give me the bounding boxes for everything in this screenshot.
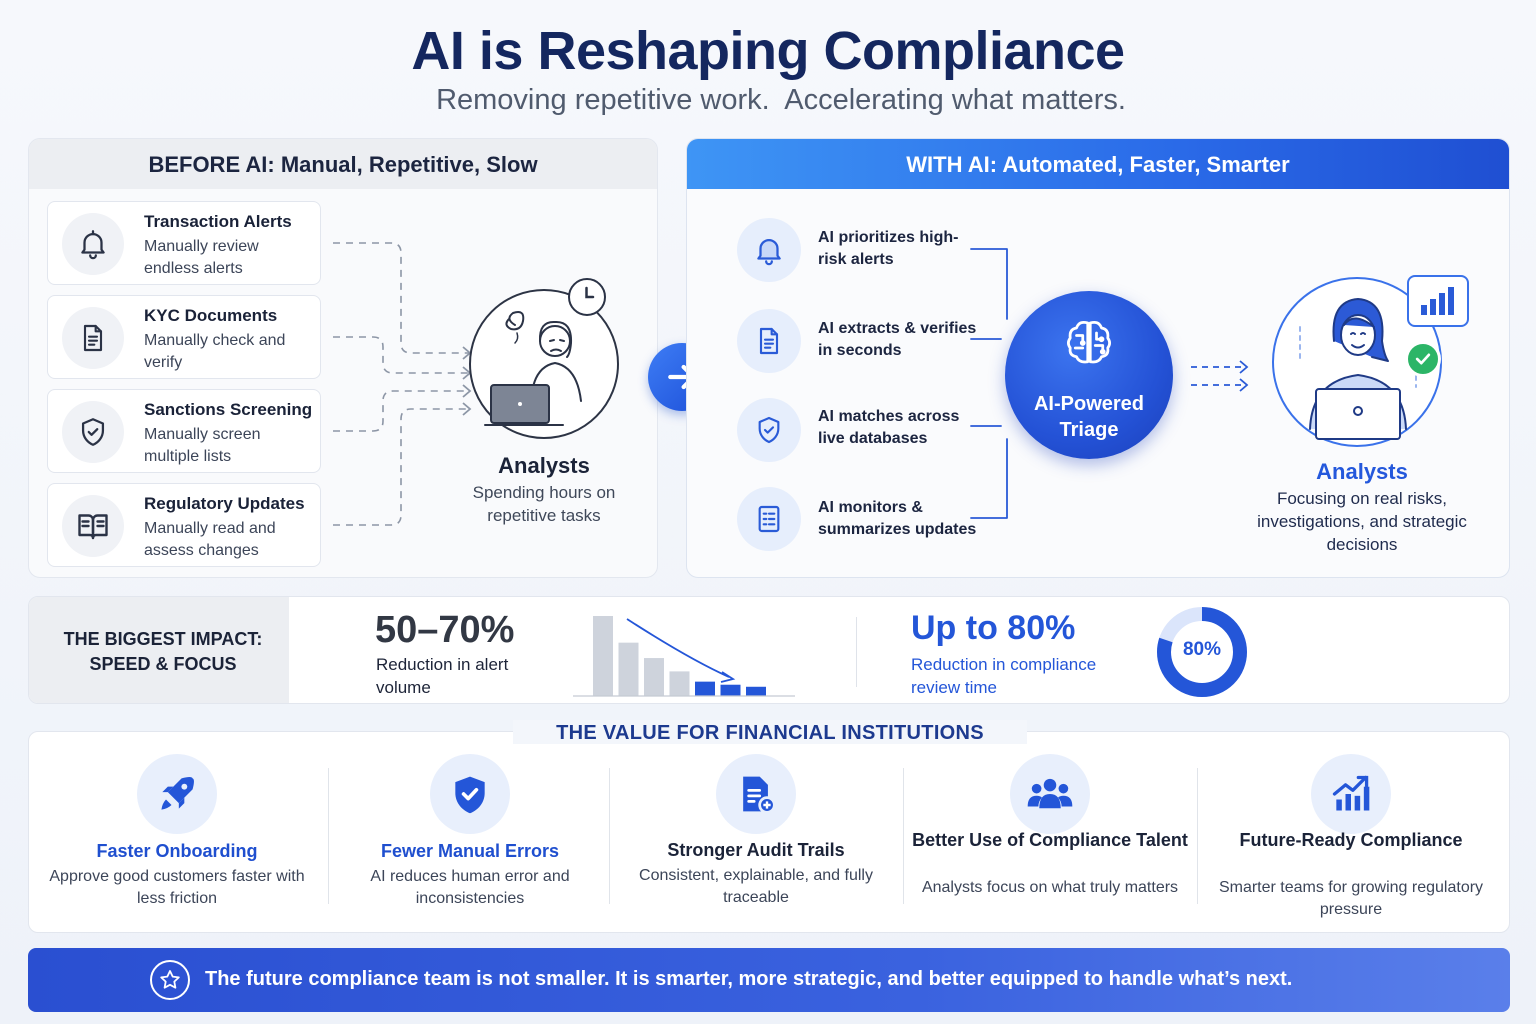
value-item-title: Fewer Manual Errors bbox=[380, 841, 560, 861]
impact-band: THE BIGGEST IMPACT: SPEED & FOCUS 50–70%… bbox=[28, 596, 1510, 704]
value-item-desc: Smarter teams for growing regulatory pre… bbox=[1218, 879, 1484, 918]
impact-label: THE BIGGEST IMPACT: SPEED & FOCUS bbox=[63, 629, 263, 674]
shield-check-icon bbox=[430, 754, 510, 834]
triage-line-2: Triage bbox=[1059, 419, 1119, 441]
page-title: AI is Reshaping Compliance bbox=[411, 21, 1125, 81]
ai-step-text: AI prioritizes high-risk alerts bbox=[818, 229, 959, 268]
with-ai-heading: WITH AI: Automated, Faster, Smarter bbox=[687, 139, 1509, 189]
alert-volume-bar bbox=[695, 681, 715, 696]
analysts-before-desc: Spending hours on repetitive tasks bbox=[472, 483, 616, 525]
value-item-title: Faster Onboarding bbox=[96, 841, 258, 861]
triage-hub-label: AI-Powered Triage bbox=[1005, 391, 1173, 443]
task-connectors bbox=[333, 242, 472, 526]
value-item-title: Better Use of Compliance Talent bbox=[912, 830, 1188, 850]
banner-text: The future compliance team is not smalle… bbox=[205, 968, 1293, 990]
task-title: Regulatory Updates bbox=[144, 494, 305, 513]
value-item-desc: AI reduces human error and inconsistenci… bbox=[370, 868, 570, 907]
analysts-before-title: Analysts bbox=[498, 453, 590, 478]
alert-volume-bars bbox=[573, 616, 795, 697]
value-separator bbox=[903, 768, 904, 904]
value-separator bbox=[1197, 768, 1198, 904]
bell-icon bbox=[737, 218, 801, 282]
alert-reduction-desc: Reduction in alert volume bbox=[376, 655, 509, 697]
document-icon bbox=[737, 309, 801, 373]
bottom-banner: The future compliance team is not smalle… bbox=[28, 948, 1510, 1012]
task-card-kyc-documents: KYC Documents Manually check and verify bbox=[47, 295, 321, 379]
triage-line-1: AI-Powered bbox=[1033, 393, 1145, 415]
bell-icon bbox=[62, 213, 124, 275]
ai-step-connectors bbox=[970, 248, 1008, 519]
task-title: Sanctions Screening bbox=[144, 400, 313, 419]
task-desc: Manually review endless alerts bbox=[144, 238, 259, 277]
task-card-transaction-alerts: Transaction Alerts Manually review endle… bbox=[47, 201, 321, 285]
task-desc: Manually screen multiple lists bbox=[144, 426, 261, 465]
ai-triage-hub: AI-Powered Triage bbox=[1005, 291, 1173, 459]
audit-document-icon bbox=[716, 754, 796, 834]
document-icon bbox=[62, 307, 124, 369]
task-desc: Manually read and assess changes bbox=[144, 520, 276, 559]
task-title: KYC Documents bbox=[144, 306, 278, 325]
value-separator bbox=[609, 768, 610, 904]
alert-reduction-value: 50–70% bbox=[375, 609, 515, 651]
value-separator bbox=[328, 768, 329, 904]
value-item-title: Future-Ready Compliance bbox=[1239, 830, 1463, 850]
value-heading-background bbox=[513, 720, 1027, 744]
alert-volume-bar bbox=[618, 642, 639, 696]
before-ai-heading: BEFORE AI: Manual, Repetitive, Slow bbox=[29, 139, 657, 189]
list-document-icon bbox=[737, 487, 801, 551]
checkmark-icon bbox=[1405, 341, 1441, 377]
impact-label-background bbox=[29, 597, 289, 703]
dashed-arrows bbox=[1191, 360, 1249, 392]
ai-step-text: AI monitors & summarizes updates bbox=[818, 499, 977, 538]
alert-volume-bar bbox=[593, 616, 613, 696]
review-time-donut bbox=[1157, 607, 1247, 697]
alert-volume-bar bbox=[644, 658, 664, 696]
value-heading: THE VALUE FOR FINANCIAL INSTITUTIONS bbox=[556, 722, 984, 744]
analysts-after-desc: Focusing on real risks, investigations, … bbox=[1257, 489, 1467, 554]
team-icon bbox=[1010, 754, 1090, 834]
before-ai-panel: BEFORE AI: Manual, Repetitive, Slow Tran… bbox=[28, 138, 658, 578]
impact-divider bbox=[856, 617, 857, 687]
alert-volume-bar bbox=[669, 671, 690, 696]
page-subtitle: Removing repetitive work. Accelerating w… bbox=[436, 84, 1126, 116]
open-book-icon bbox=[62, 495, 124, 557]
alert-volume-bar bbox=[720, 684, 741, 696]
value-item-desc: Analysts focus on what truly matters bbox=[921, 879, 1179, 896]
ai-step-text: AI extracts & verifies in seconds bbox=[818, 320, 977, 359]
with-ai-panel: WITH AI: Automated, Faster, Smarter AI p… bbox=[686, 138, 1510, 578]
value-item-title: Stronger Audit Trails bbox=[667, 840, 845, 860]
shield-check-icon bbox=[62, 401, 124, 463]
ai-step-text: AI matches across live databases bbox=[818, 408, 960, 447]
analysts-after-title: Analysts bbox=[1316, 459, 1408, 484]
donut-label: 80% bbox=[1182, 639, 1222, 660]
task-card-sanctions-screening: Sanctions Screening Manually screen mult… bbox=[47, 389, 321, 473]
star-icon bbox=[150, 960, 190, 1000]
task-title: Transaction Alerts bbox=[144, 212, 292, 231]
bar-chart-icon bbox=[1407, 275, 1469, 327]
review-time-reduction-value: Up to 80% bbox=[911, 609, 1076, 647]
brain-icon bbox=[1067, 321, 1111, 364]
shield-check-icon bbox=[737, 398, 801, 462]
task-desc: Manually check and verify bbox=[144, 332, 286, 371]
clock-icon bbox=[568, 278, 606, 316]
task-card-regulatory-updates: Regulatory Updates Manually read and ass… bbox=[47, 483, 321, 567]
review-time-reduction-desc: Reduction in compliance review time bbox=[911, 655, 1097, 697]
alert-volume-bar bbox=[746, 686, 766, 696]
growth-chart-icon bbox=[1311, 754, 1391, 834]
value-panel: THE VALUE FOR FINANCIAL INSTITUTIONS Fas… bbox=[28, 720, 1510, 933]
value-item-desc: Approve good customers faster with less … bbox=[49, 868, 305, 907]
rocket-icon bbox=[137, 754, 217, 834]
value-item-desc: Consistent, explainable, and fully trace… bbox=[639, 867, 873, 906]
